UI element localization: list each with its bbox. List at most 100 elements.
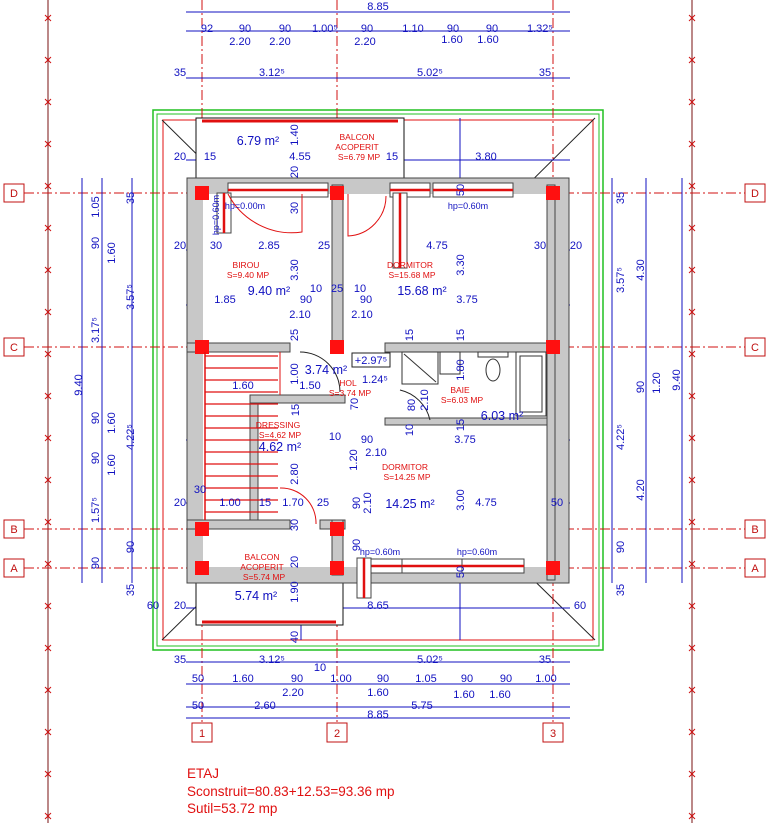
dimension-label: 3.00 (455, 489, 467, 510)
x-mark (688, 812, 696, 820)
room-surface: S=5.74 MP (243, 572, 286, 582)
dimension-label: 90 (90, 237, 102, 249)
room-name: HOL (339, 378, 357, 388)
dimension-label: 90 (500, 673, 512, 685)
dimension-label: 15 (259, 497, 271, 509)
x-mark (44, 98, 52, 106)
interior-wall (249, 394, 259, 526)
interior-wall (331, 184, 344, 351)
x-mark (44, 644, 52, 652)
dimension-label: 1.60 (232, 673, 253, 685)
toilet-tank (477, 351, 509, 358)
room-name: ACOPERIT (335, 142, 378, 152)
dimension-label: 4.75 (426, 240, 447, 252)
x-mark (688, 770, 696, 778)
dimension-label: 2.10 (419, 389, 431, 410)
dimension-label: 60 (147, 600, 159, 612)
interior-wall (249, 394, 346, 404)
dimension-label: 3.80 (475, 151, 496, 163)
dimension-label: 1.20 (348, 449, 360, 470)
dimension-label: 25 (331, 283, 343, 295)
dimension-label: 20 (174, 151, 186, 163)
dimension-label: 1.32⁵ (527, 23, 553, 35)
dimension-label: 4.22⁵ (125, 424, 137, 450)
axis-bubble-C (3, 337, 25, 357)
x-mark (44, 392, 52, 400)
dimension-label: 9.40 (671, 369, 683, 390)
axis-label-1: 1 (199, 728, 205, 740)
axis-bubble-D (3, 183, 25, 203)
dimension-label: 4.30 (635, 259, 647, 280)
toilet-bowl (485, 358, 501, 382)
x-mark (44, 14, 52, 22)
room-area: 6.03 m² (481, 409, 523, 423)
dimension-label: 90 (291, 673, 303, 685)
axis-bubble-D (744, 183, 766, 203)
dimension-label: 1.57⁵ (90, 497, 102, 523)
dimension-label: 3.12⁵ (259, 654, 285, 666)
dimension-label: 8.65 (367, 600, 388, 612)
room-surface: S=6.03 MP (441, 395, 484, 405)
room-name: BIROU (233, 260, 260, 270)
dimension-label: 40 (289, 631, 301, 643)
dimension-label: 2.10 (362, 492, 374, 513)
axis-bubble-A (744, 558, 766, 578)
dimension-label: 90 (125, 541, 137, 553)
dimension-label: 15 (404, 329, 416, 341)
dimension-label: 3.57⁵ (615, 267, 627, 293)
axis-label-D: D (10, 188, 18, 200)
dimension-label: 15 (386, 151, 398, 163)
door-swing (399, 389, 431, 421)
dimension-label: 50 (455, 184, 467, 196)
x-mark (688, 434, 696, 442)
dimension-label: 1.60 (232, 380, 253, 392)
dimension-label: 90 (615, 541, 627, 553)
axis-label-A: A (10, 563, 18, 575)
x-mark (688, 182, 696, 190)
sill-height-label: hp=0.60m (457, 547, 497, 557)
roof-outline-inner (156, 113, 600, 647)
dimension-label: 35 (174, 654, 186, 666)
x-mark (44, 140, 52, 148)
x-mark (44, 812, 52, 820)
dimension-label: 35 (539, 654, 551, 666)
dimension-label: 1.00 (330, 673, 351, 685)
dimension-label: 10 (314, 662, 326, 674)
x-mark (688, 602, 696, 610)
dimension-label: 25 (318, 240, 330, 252)
axis-bubble-B (3, 519, 25, 539)
dimension-label: 1.60 (477, 34, 498, 46)
room-area: 6.79 m² (237, 134, 279, 148)
x-mark (44, 56, 52, 64)
dimension-label: 2.10 (351, 309, 372, 321)
x-mark (688, 476, 696, 484)
room-area: 9.40 m² (248, 284, 290, 298)
dimension-label: 5.75 (411, 700, 432, 712)
x-mark (688, 14, 696, 22)
dimension-label: 1.05 (415, 673, 436, 685)
level-mark-box (351, 352, 391, 368)
dimension-label: 92 (201, 23, 213, 35)
sill-height-label: hp=0.60m (360, 547, 400, 557)
dimension-label: 3.30 (289, 259, 301, 280)
dimension-label: 35 (174, 67, 186, 79)
dimension-label: 2.60 (254, 700, 275, 712)
x-mark (688, 518, 696, 526)
bathtub-inner (519, 355, 543, 413)
dimension-label: 90 (635, 381, 647, 393)
dimension-label: 8.85 (367, 709, 388, 721)
dimension-label: 2.20 (229, 36, 250, 48)
door-swing (227, 193, 303, 234)
dimension-label: 20 (289, 166, 301, 178)
column (195, 186, 209, 200)
dimension-label: 8.85 (367, 1, 388, 13)
dimension-label: 3.57⁵ (125, 284, 137, 310)
dimension-label: 1.60 (489, 689, 510, 701)
axis-bubble-3 (542, 722, 564, 743)
dimension-label: 35 (125, 192, 137, 204)
dimension-label: 1.80 (455, 359, 467, 380)
column (330, 186, 344, 200)
dimension-label: 50 (455, 566, 467, 578)
dimension-label: 9.40 (73, 374, 85, 395)
dimension-label: 25 (317, 497, 329, 509)
